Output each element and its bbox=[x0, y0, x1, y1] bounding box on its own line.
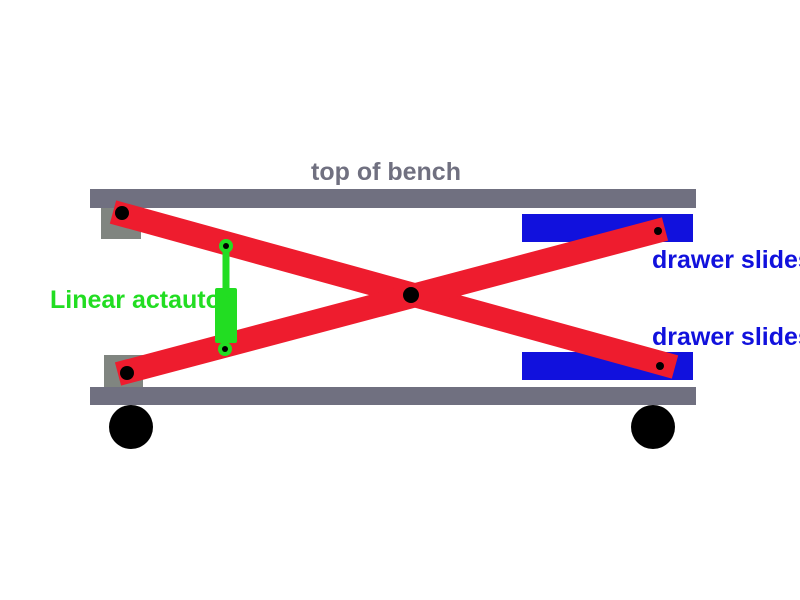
top-of-bench-label: top of bench bbox=[311, 158, 461, 186]
center-pivot bbox=[403, 287, 419, 303]
left-wheel bbox=[109, 405, 153, 449]
bench-top-plate bbox=[90, 189, 696, 208]
actuator-bottom-joint-pin bbox=[222, 346, 228, 352]
actuator-cylinder bbox=[215, 288, 237, 343]
right-wheel bbox=[631, 405, 675, 449]
lower-left-pivot bbox=[120, 366, 134, 380]
upper-drawer-slides-label: drawer slides bbox=[652, 246, 800, 274]
actuator-top-joint-pin bbox=[223, 243, 229, 249]
upper-right-slide-pin bbox=[654, 227, 662, 235]
upper-left-pivot bbox=[115, 206, 129, 220]
bench-bottom-plate bbox=[90, 387, 696, 405]
lower-drawer-slides-label: drawer slides bbox=[652, 323, 800, 351]
scissor-arm-ascending bbox=[114, 217, 669, 386]
lower-right-slide-pin bbox=[656, 362, 664, 370]
linear-actuator-label: Linear actautor bbox=[50, 286, 231, 314]
